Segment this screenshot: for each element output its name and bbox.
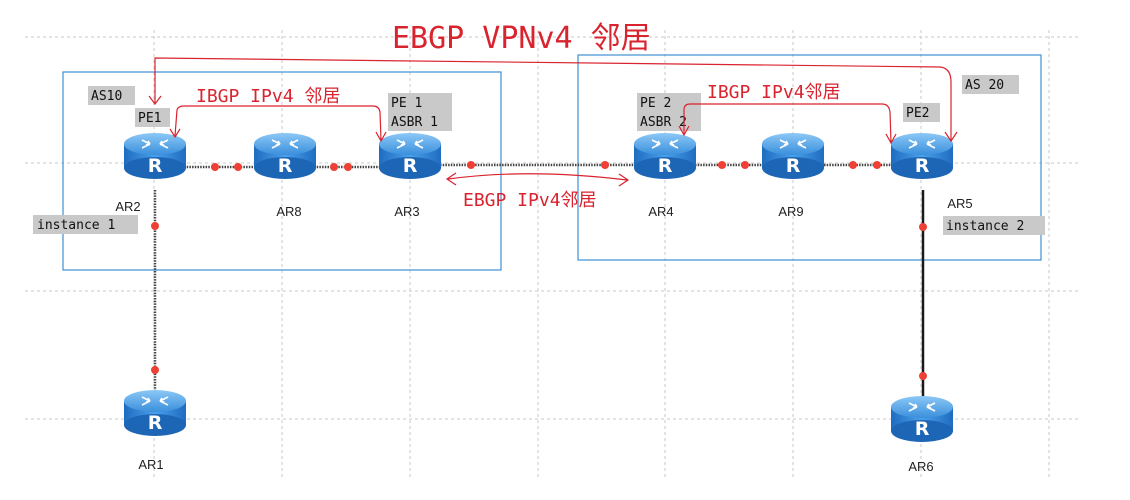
label-ar3: AR3 [394, 204, 419, 219]
port-markers [151, 161, 927, 380]
router-ar8[interactable] [253, 132, 317, 180]
annotation-ibgp-as20: IBGP IPv4邻居 [707, 82, 841, 103]
tag-instance1: instance 1 [33, 215, 138, 234]
tag-instance2: instance 2 [943, 216, 1045, 235]
router-ar3[interactable] [378, 132, 442, 180]
tag-as10: AS10 [88, 86, 135, 105]
router-icon [761, 132, 825, 180]
tag-as20: AS 20 [962, 75, 1019, 94]
as20-boundary [577, 54, 1042, 261]
router-ar5[interactable] [890, 132, 954, 180]
arrow-ebgp-ipv4 [447, 173, 628, 181]
tag-pe2: PE2 [903, 103, 940, 122]
svg-text:PE1: PE1 [138, 111, 161, 126]
router-ar9[interactable] [761, 132, 825, 180]
label-ar6: AR6 [908, 459, 933, 474]
router-ar6[interactable] [890, 395, 954, 443]
router-icon [123, 132, 187, 180]
router-icon [890, 395, 954, 443]
router-icon [123, 389, 187, 437]
svg-text:ASBR 1: ASBR 1 [391, 115, 438, 130]
tag-pe2-asbr2: PE 2 ASBR 2 [637, 93, 701, 131]
label-ar1: AR1 [138, 457, 163, 472]
label-ar8: AR8 [276, 204, 301, 219]
router-ar2[interactable] [123, 132, 187, 180]
arrow-ibgp-as10 [174, 105, 382, 141]
svg-text:AS 20: AS 20 [965, 78, 1004, 93]
svg-text:ASBR 2: ASBR 2 [640, 115, 687, 130]
router-icon [253, 132, 317, 180]
svg-text:instance 1: instance 1 [37, 218, 115, 233]
router-ar1[interactable] [123, 389, 187, 437]
tag-pe1-asbr1: PE 1 ASBR 1 [388, 93, 452, 131]
svg-text:PE2: PE2 [906, 106, 929, 121]
annotation-ibgp-as10: IBGP IPv4 邻居 [196, 86, 340, 107]
router-icon [633, 132, 697, 180]
annotation-arrows [148, 57, 958, 187]
label-ar4: AR4 [648, 204, 673, 219]
arrow-ebgp-vpnv4 [154, 57, 952, 140]
annotation-ebgp-ipv4: EBGP IPv4邻居 [463, 190, 597, 211]
label-ar5: AR5 [947, 196, 972, 211]
label-ar2: AR2 [115, 199, 140, 214]
router-icon [890, 132, 954, 180]
label-ar9: AR9 [778, 204, 803, 219]
router-icon [378, 132, 442, 180]
arrow-ibgp-as20 [683, 103, 892, 143]
as10-boundary [62, 71, 502, 271]
router-ar4[interactable] [633, 132, 697, 180]
svg-text:instance 2: instance 2 [946, 219, 1024, 234]
svg-text:PE 1: PE 1 [391, 96, 422, 111]
svg-text:PE 2: PE 2 [640, 96, 671, 111]
svg-text:AS10: AS10 [91, 89, 122, 104]
tag-pe1: PE1 [135, 108, 170, 127]
annotation-ebgp-vpnv4: EBGP VPNv4 邻居 [392, 21, 651, 56]
